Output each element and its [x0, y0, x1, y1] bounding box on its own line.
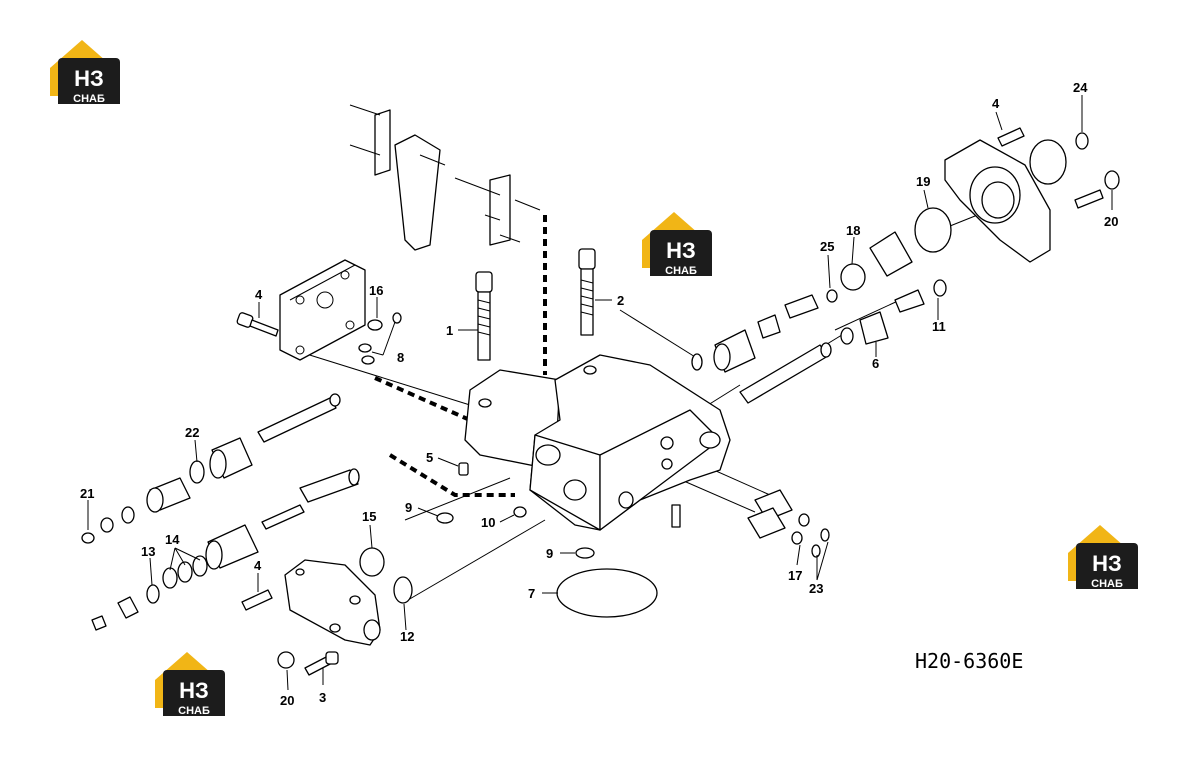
bolt-2	[578, 248, 596, 336]
svg-text:НЗ: НЗ	[666, 238, 696, 263]
callout-17: 17	[788, 568, 802, 583]
callout-9-left: 9	[405, 500, 412, 515]
callout-5: 5	[426, 450, 433, 465]
bolt-3	[304, 651, 339, 676]
callout-11: 11	[932, 319, 946, 334]
caps-right	[747, 489, 830, 558]
bolt-4-lower	[241, 589, 273, 611]
drawing-code: H20-6360E	[915, 649, 1023, 673]
end-cover	[284, 547, 413, 646]
callout-13: 13	[141, 544, 155, 559]
callout-14: 14	[165, 532, 180, 547]
callout-19: 19	[916, 174, 930, 189]
assembly-line-spool	[388, 453, 515, 497]
cover-plate	[279, 259, 366, 361]
callout-16: 16	[369, 283, 383, 298]
logo-right: НЗ СНАБ	[1068, 525, 1138, 590]
callout-12: 12	[400, 629, 414, 644]
spool-lower	[91, 468, 360, 631]
callout-4-left: 4	[255, 287, 263, 302]
leader-lines	[87, 95, 1113, 691]
svg-text:НЗ: НЗ	[74, 66, 104, 91]
callout-10: 10	[481, 515, 495, 530]
callout-8: 8	[397, 350, 404, 365]
callout-9-bottom: 9	[546, 546, 553, 561]
svg-text:НЗ: НЗ	[179, 678, 209, 703]
callout-22: 22	[185, 425, 199, 440]
callout-2: 2	[617, 293, 624, 308]
callout-23: 23	[809, 581, 823, 596]
svg-text:СНАБ: СНАБ	[178, 705, 210, 717]
flange-right	[840, 127, 1120, 291]
callout-24: 24	[1073, 80, 1088, 95]
callout-20-right: 20	[1104, 214, 1118, 229]
callout-21: 21	[80, 486, 94, 501]
connector-assembly	[349, 104, 541, 251]
nut-20-lower	[277, 651, 295, 669]
spool-upper	[81, 393, 341, 544]
callout-labels: 1 2 3 4 4 4 5 6 7 8 9 9 10 11 12 13 14 1…	[80, 80, 1118, 708]
spool-right	[691, 279, 947, 404]
logo-bottom-left: НЗ СНАБ	[155, 652, 225, 717]
callout-20-lower: 20	[280, 693, 294, 708]
valve-body	[464, 354, 731, 531]
callout-15: 15	[362, 509, 376, 524]
body-seals	[436, 462, 658, 618]
svg-text:СНАБ: СНАБ	[665, 265, 697, 277]
o-rings-8-16	[358, 312, 402, 365]
callout-1: 1	[446, 323, 453, 338]
svg-text:СНАБ: СНАБ	[73, 93, 105, 105]
logo-top-left: НЗ СНАБ	[50, 40, 120, 105]
callout-25: 25	[820, 239, 834, 254]
assembly-line-cover	[374, 376, 516, 442]
callout-6: 6	[872, 356, 879, 371]
callout-7: 7	[528, 586, 535, 601]
bolt-1	[475, 271, 493, 361]
bolt-4-left	[236, 312, 279, 337]
svg-text:СНАБ: СНАБ	[1091, 578, 1123, 590]
callout-18: 18	[846, 223, 860, 238]
callout-4-right: 4	[992, 96, 1000, 111]
callout-4-lower: 4	[254, 558, 262, 573]
svg-text:НЗ: НЗ	[1092, 551, 1122, 576]
logo-center: НЗ СНАБ	[642, 212, 712, 277]
callout-3: 3	[319, 690, 326, 705]
